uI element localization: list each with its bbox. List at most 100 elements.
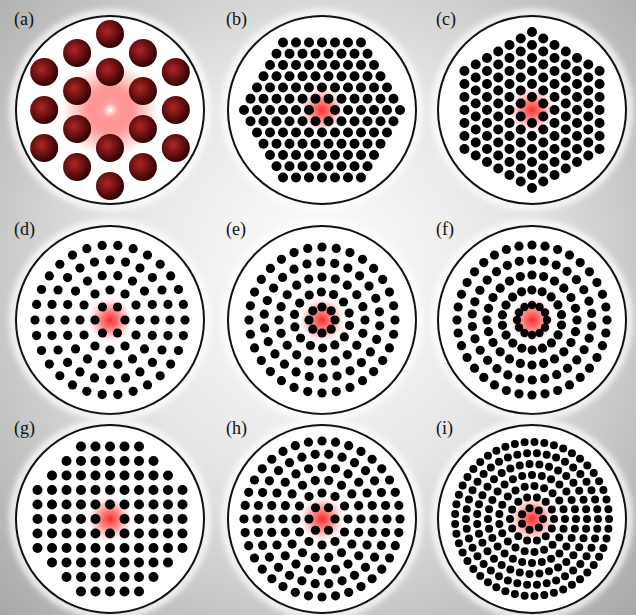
fiber-halo xyxy=(435,13,629,207)
air-hole xyxy=(483,356,492,365)
air-hole xyxy=(246,94,256,104)
air-hole xyxy=(274,563,283,572)
air-hole xyxy=(376,139,386,149)
air-hole xyxy=(538,47,548,57)
air-hole xyxy=(484,483,492,491)
air-hole xyxy=(358,329,367,338)
air-hole xyxy=(562,472,570,480)
air-hole xyxy=(490,250,499,259)
fiber-halo xyxy=(435,422,629,615)
air-hole xyxy=(316,257,325,266)
air-hole xyxy=(595,79,605,89)
air-hole xyxy=(259,71,269,81)
air-hole xyxy=(331,275,340,284)
air-hole xyxy=(264,337,273,346)
air-hole xyxy=(317,60,327,70)
air-hole xyxy=(369,264,378,273)
air-hole xyxy=(304,356,313,365)
air-hole xyxy=(565,380,574,389)
air-hole xyxy=(76,572,86,582)
air-hole xyxy=(595,66,605,76)
air-hole xyxy=(538,344,547,353)
air-hole xyxy=(542,532,550,540)
air-hole xyxy=(324,553,333,562)
air-hole xyxy=(343,514,352,523)
air-hole xyxy=(538,86,548,96)
air-hole xyxy=(504,118,514,128)
air-hole xyxy=(363,94,373,104)
air-hole xyxy=(516,138,526,148)
core-mode xyxy=(510,298,554,342)
air-hole xyxy=(572,144,582,154)
air-hole xyxy=(598,290,607,299)
air-hole xyxy=(157,345,166,354)
air-hole xyxy=(53,345,62,354)
air-hole xyxy=(120,341,129,350)
air-hole xyxy=(156,260,165,269)
air-hole xyxy=(356,582,365,591)
air-hole xyxy=(76,500,86,510)
air-hole xyxy=(571,525,579,533)
air-hole xyxy=(105,471,115,481)
air-hole xyxy=(324,526,333,535)
air-hole xyxy=(91,572,101,582)
air-hole xyxy=(484,547,492,555)
air-hole xyxy=(98,271,107,280)
air-hole xyxy=(343,128,353,138)
air-hole xyxy=(134,558,144,568)
air-hole xyxy=(547,475,555,483)
air-hole xyxy=(569,463,577,471)
air-hole xyxy=(129,77,157,105)
air-hole xyxy=(311,526,320,535)
fiber-halo xyxy=(13,422,207,615)
air-hole xyxy=(354,551,363,560)
air-hole xyxy=(521,592,529,600)
air-hole xyxy=(337,576,346,585)
air-hole xyxy=(505,276,514,285)
air-hole xyxy=(356,447,365,456)
air-hole xyxy=(246,116,256,126)
air-hole xyxy=(134,572,144,582)
air-hole xyxy=(337,116,347,126)
air-hole xyxy=(471,112,481,122)
fiber-cladding xyxy=(16,16,204,204)
air-hole xyxy=(490,475,498,483)
air-hole xyxy=(471,138,481,148)
air-hole xyxy=(595,92,605,102)
air-hole xyxy=(274,315,283,324)
air-hole xyxy=(63,273,72,282)
air-hole xyxy=(601,328,610,337)
air-hole xyxy=(291,469,300,478)
air-hole xyxy=(317,287,326,296)
air-hole xyxy=(459,131,469,141)
air-hole xyxy=(330,150,340,160)
air-hole xyxy=(75,367,84,376)
air-hole xyxy=(105,572,115,582)
air-hole xyxy=(371,294,380,303)
air-hole xyxy=(516,569,524,577)
air-hole xyxy=(135,367,144,376)
air-hole xyxy=(370,476,379,485)
air-hole xyxy=(82,244,91,253)
air-hole xyxy=(272,94,282,104)
air-hole xyxy=(267,501,276,510)
air-hole xyxy=(593,505,601,513)
air-hole xyxy=(105,558,115,568)
air-hole xyxy=(272,71,282,81)
air-hole xyxy=(561,112,571,122)
air-hole xyxy=(83,354,92,363)
air-hole xyxy=(560,525,568,533)
air-hole xyxy=(502,245,511,254)
panel-label: (e) xyxy=(226,220,246,238)
air-hole xyxy=(516,73,526,83)
air-hole xyxy=(317,462,326,471)
air-hole xyxy=(503,261,512,270)
air-hole xyxy=(555,534,563,542)
air-hole xyxy=(463,505,471,513)
air-hole xyxy=(350,49,360,59)
air-hole xyxy=(488,534,496,542)
air-hole xyxy=(311,139,321,149)
air-hole xyxy=(363,49,373,59)
air-hole xyxy=(265,60,275,70)
air-hole xyxy=(121,373,130,382)
